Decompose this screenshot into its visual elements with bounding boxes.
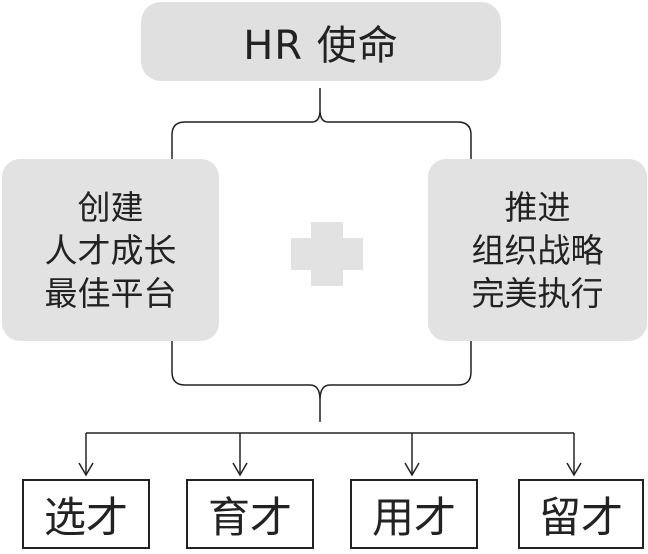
arrow-3: [404, 433, 420, 477]
leaf-label-3: 用才: [371, 492, 456, 542]
left-line-2: 人才成长: [44, 230, 177, 270]
bottom-brace: [171, 341, 472, 422]
left-line-1: 创建: [77, 187, 144, 227]
leaf-box-1: 选才: [22, 479, 150, 549]
leaf-box-3: 用才: [350, 479, 478, 549]
right-line-1: 推进: [504, 187, 571, 227]
arrow-4: [566, 433, 582, 477]
leaf-box-2: 育才: [186, 479, 314, 549]
right-box: 推进 组织战略 完美执行: [428, 159, 647, 341]
left-line-3: 最佳平台: [44, 273, 177, 313]
left-box-text: 创建 人才成长 最佳平台: [45, 186, 177, 315]
top-brace: [171, 88, 472, 160]
right-box-text: 推进 组织战略 完美执行: [472, 186, 604, 315]
title-text: HR 使命: [243, 22, 399, 69]
right-line-3: 完美执行: [471, 273, 604, 313]
leaf-box-4: 留才: [518, 479, 644, 549]
arrow-2: [232, 433, 248, 477]
leaf-label-4: 留才: [538, 492, 623, 542]
plus-icon: [291, 222, 363, 286]
arrow-1: [78, 433, 94, 477]
right-line-2: 组织战略: [471, 230, 604, 270]
leaf-label-2: 育才: [207, 492, 292, 542]
title-box: HR 使命: [141, 2, 501, 81]
leaf-label-1: 选才: [43, 492, 128, 542]
left-box: 创建 人才成长 最佳平台: [2, 159, 219, 341]
